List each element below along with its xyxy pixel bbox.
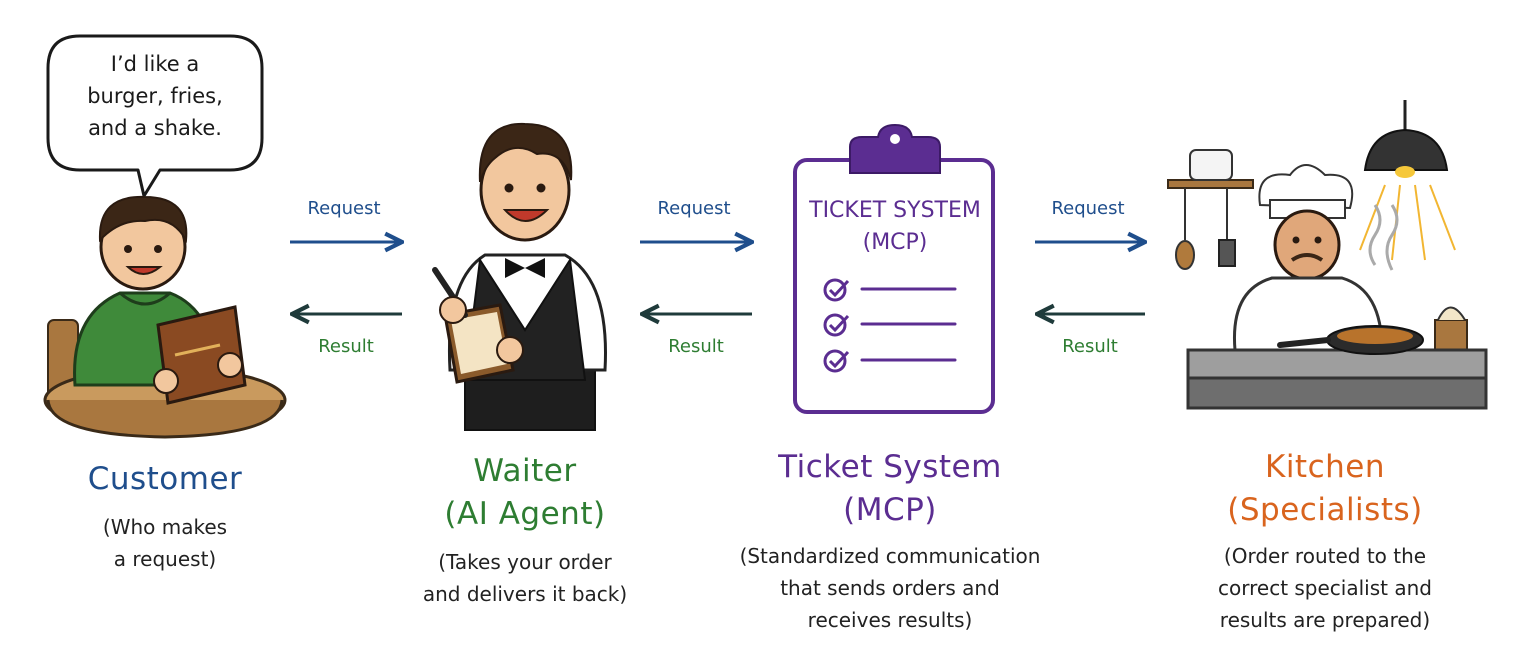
result-label: Result bbox=[1062, 336, 1118, 357]
desc-line: results are prepared) bbox=[1219, 608, 1431, 632]
node-description: (Who makes a request) bbox=[40, 511, 290, 575]
speech-bubble-text: I’d like a burger, fries, and a shake. bbox=[55, 48, 255, 144]
bubble-line: I’d like a bbox=[110, 52, 200, 76]
check-icon bbox=[823, 313, 957, 337]
desc-line: that sends orders and bbox=[780, 576, 1000, 600]
request-label: Request bbox=[307, 198, 381, 219]
node-description: (Takes your order and delivers it back) bbox=[390, 546, 660, 610]
desc-line: (Takes your order bbox=[438, 550, 612, 574]
node-title: Waiter bbox=[473, 453, 577, 489]
node-ticket-system: Ticket System (MCP) (Standardized commun… bbox=[725, 446, 1055, 636]
ticket-header-line: (MCP) bbox=[862, 230, 928, 255]
desc-line: correct specialist and bbox=[1218, 576, 1432, 600]
ticket-header: TICKET SYSTEM (MCP) bbox=[795, 195, 995, 259]
request-label: Request bbox=[657, 198, 731, 219]
result-label: Result bbox=[318, 336, 374, 357]
bubble-line: burger, fries, bbox=[87, 84, 223, 108]
desc-line: and delivers it back) bbox=[422, 582, 628, 606]
node-customer: Customer (Who makes a request) bbox=[40, 458, 290, 575]
node-title: Customer bbox=[87, 461, 243, 497]
node-description: (Standardized communication that sends o… bbox=[725, 540, 1055, 636]
customer-illustration bbox=[43, 195, 287, 439]
node-description: (Order routed to the correct specialist … bbox=[1175, 540, 1475, 636]
ticket-header-line: TICKET SYSTEM bbox=[809, 198, 981, 223]
node-kitchen: Kitchen (Specialists) (Order routed to t… bbox=[1175, 446, 1475, 636]
desc-line: (Order routed to the bbox=[1223, 544, 1427, 568]
result-label: Result bbox=[668, 336, 724, 357]
desc-line: (Who makes bbox=[102, 515, 228, 539]
desc-line: a request) bbox=[113, 547, 217, 571]
check-icon bbox=[823, 278, 957, 302]
node-title: (AI Agent) bbox=[444, 496, 606, 532]
bubble-line: and a shake. bbox=[88, 116, 222, 140]
node-title: (MCP) bbox=[843, 492, 937, 528]
kitchen-illustration bbox=[1167, 100, 1488, 410]
desc-line: receives results) bbox=[807, 608, 973, 632]
desc-line: (Standardized communication bbox=[739, 544, 1041, 568]
node-title: Ticket System bbox=[778, 449, 1002, 485]
node-title: (Specialists) bbox=[1227, 492, 1423, 528]
check-icon bbox=[823, 349, 957, 373]
node-waiter: Waiter (AI Agent) (Takes your order and … bbox=[390, 450, 660, 610]
request-label: Request bbox=[1051, 198, 1125, 219]
speech-bubble bbox=[46, 34, 264, 198]
node-title: Kitchen bbox=[1264, 449, 1385, 485]
waiter-illustration bbox=[432, 122, 607, 431]
ticket-clipboard bbox=[793, 123, 995, 414]
